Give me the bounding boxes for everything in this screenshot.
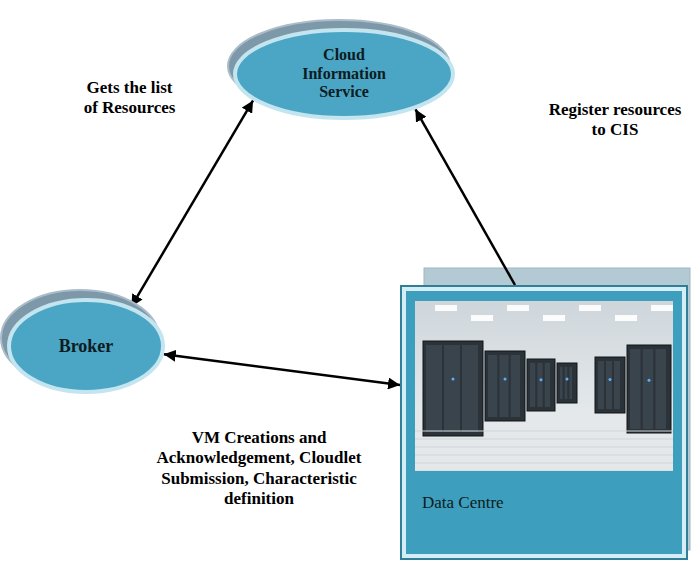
edge-label: Gets the list of Resources	[82, 78, 177, 119]
arrow-connector	[415, 109, 515, 285]
edge-label: Register resources to CIS	[545, 100, 685, 141]
edge-label: VM Creations and Acknowledgement, Cloudl…	[128, 428, 390, 510]
service-ellipse: Cloud Information Service	[233, 28, 455, 120]
server-room-picture	[415, 301, 673, 471]
arrow-connector	[131, 100, 253, 306]
node-label: Data Centre	[422, 493, 504, 513]
node-label: Cloud Information Service	[292, 46, 396, 101]
arrow-connector	[164, 354, 400, 385]
datacentre-box: Data Centre	[400, 285, 688, 560]
broker-ellipse: Broker	[7, 298, 165, 394]
node-label: Broker	[36, 336, 136, 357]
